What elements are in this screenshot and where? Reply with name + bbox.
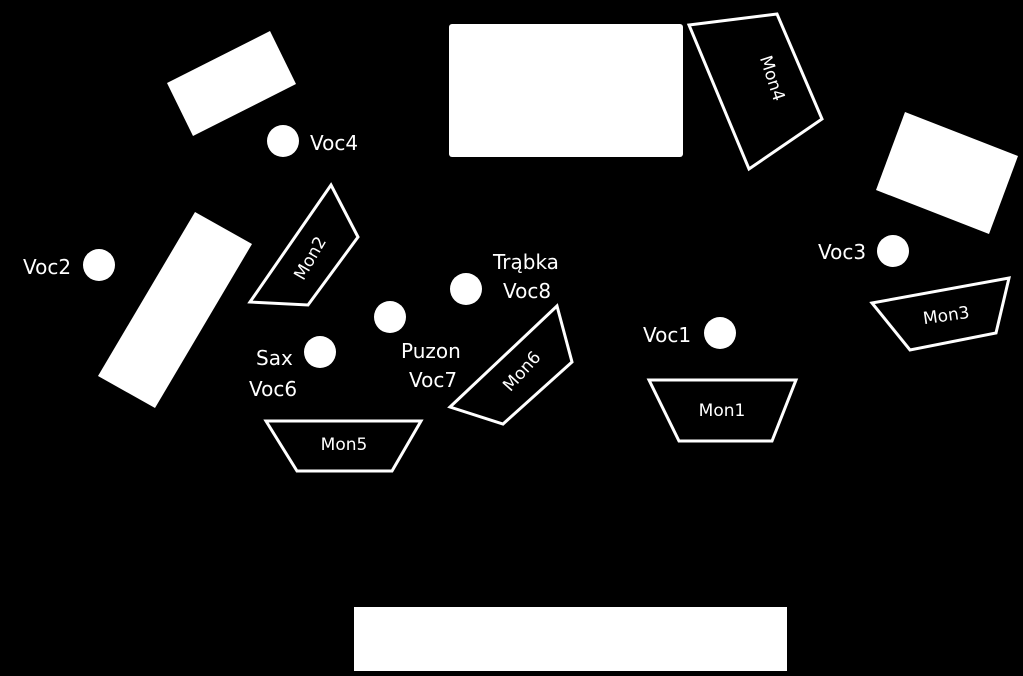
riser-bottom-front: [354, 607, 787, 671]
mic-voc4: [267, 125, 299, 157]
monitor-mon6: [447, 303, 574, 426]
mic-voc8: [450, 273, 482, 305]
monitor-mon2: [247, 182, 360, 307]
label-mon4: Mon4: [755, 53, 788, 104]
label-voc3: Voc3: [818, 240, 866, 264]
mic-voc2: [83, 249, 115, 281]
mic-voc1: [704, 317, 736, 349]
label-puzon: Puzon: [401, 339, 461, 363]
mic-voc6: [304, 336, 336, 368]
mic-voc3: [877, 235, 909, 267]
monitor-mon4: [686, 12, 824, 172]
label-mon3: Mon3: [922, 303, 971, 329]
riser-top-left: [167, 31, 296, 136]
riser-top-right: [876, 112, 1018, 234]
label-mon2: Mon2: [290, 233, 331, 283]
riser-top-center: [449, 24, 683, 157]
monitor-mon3: [869, 276, 1011, 352]
label-voc1: Voc1: [643, 323, 691, 347]
label-voc6: Voc6: [249, 377, 297, 401]
label-mon1: Mon1: [699, 401, 746, 421]
label-voc2: Voc2: [23, 255, 71, 279]
label-sax: Sax: [256, 346, 293, 370]
label-voc7: Voc7: [409, 368, 457, 392]
monitor-mon5: [263, 419, 424, 473]
label-mon5: Mon5: [321, 435, 368, 455]
riser-left-long: [98, 212, 252, 408]
label-voc4: Voc4: [310, 131, 358, 155]
label-voc8: Voc8: [503, 279, 551, 303]
monitor-mon1: [646, 378, 799, 443]
label-trabka: Trąbka: [492, 250, 559, 274]
mic-voc7: [374, 301, 406, 333]
